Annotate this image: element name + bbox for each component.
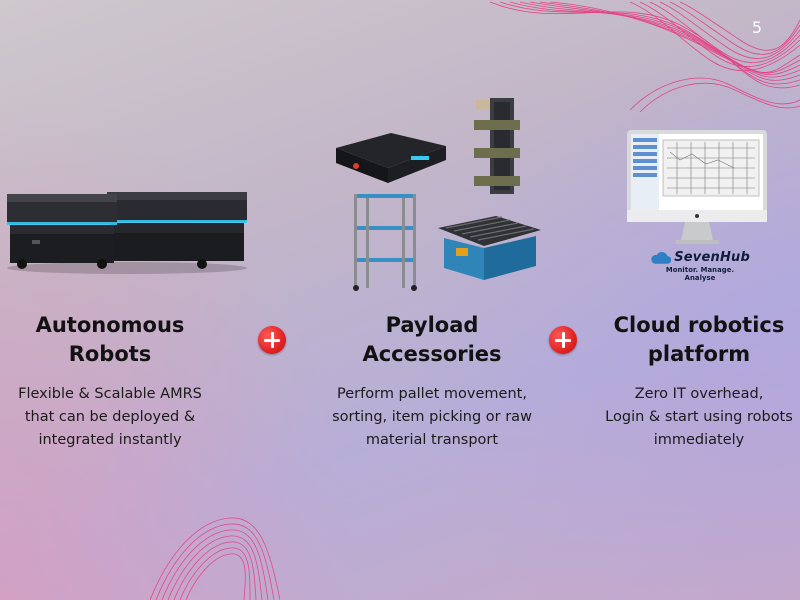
column-cloud-robotics-platform: Cloud robotics platform Zero IT overhead… — [593, 311, 800, 452]
background-glow-right — [380, 0, 800, 600]
column-autonomous-robots: Autonomous Robots Flexible & Scalable AM… — [5, 311, 215, 452]
background-glow-left — [0, 0, 420, 600]
plus-circle-icon — [258, 326, 286, 354]
sevenhub-brand: SevenHub Monitor. Manage. Analyse — [650, 250, 750, 282]
cloud-platform-monitor-image — [627, 130, 767, 244]
plus-circle-icon — [549, 326, 577, 354]
column-title: Payload Accessories — [362, 313, 502, 366]
column-description: Zero IT overhead, Login & start using ro… — [605, 386, 793, 448]
column-description: Flexible & Scalable AMRS that can be dep… — [18, 386, 202, 448]
cloud-icon — [651, 251, 672, 264]
autonomous-robots-image — [7, 192, 247, 274]
brand-tagline: Monitor. Manage. Analyse — [665, 266, 735, 282]
column-payload-accessories: Payload Accessories Perform pallet movem… — [322, 311, 542, 452]
column-title: Cloud robotics platform — [613, 313, 785, 366]
column-description: Perform pallet movement, sorting, item p… — [332, 386, 532, 448]
column-title: Autonomous Robots — [35, 313, 185, 366]
payload-accessories-image — [336, 98, 541, 291]
brand-name: SevenHub — [674, 250, 750, 265]
page-number: 5 — [751, 18, 762, 37]
